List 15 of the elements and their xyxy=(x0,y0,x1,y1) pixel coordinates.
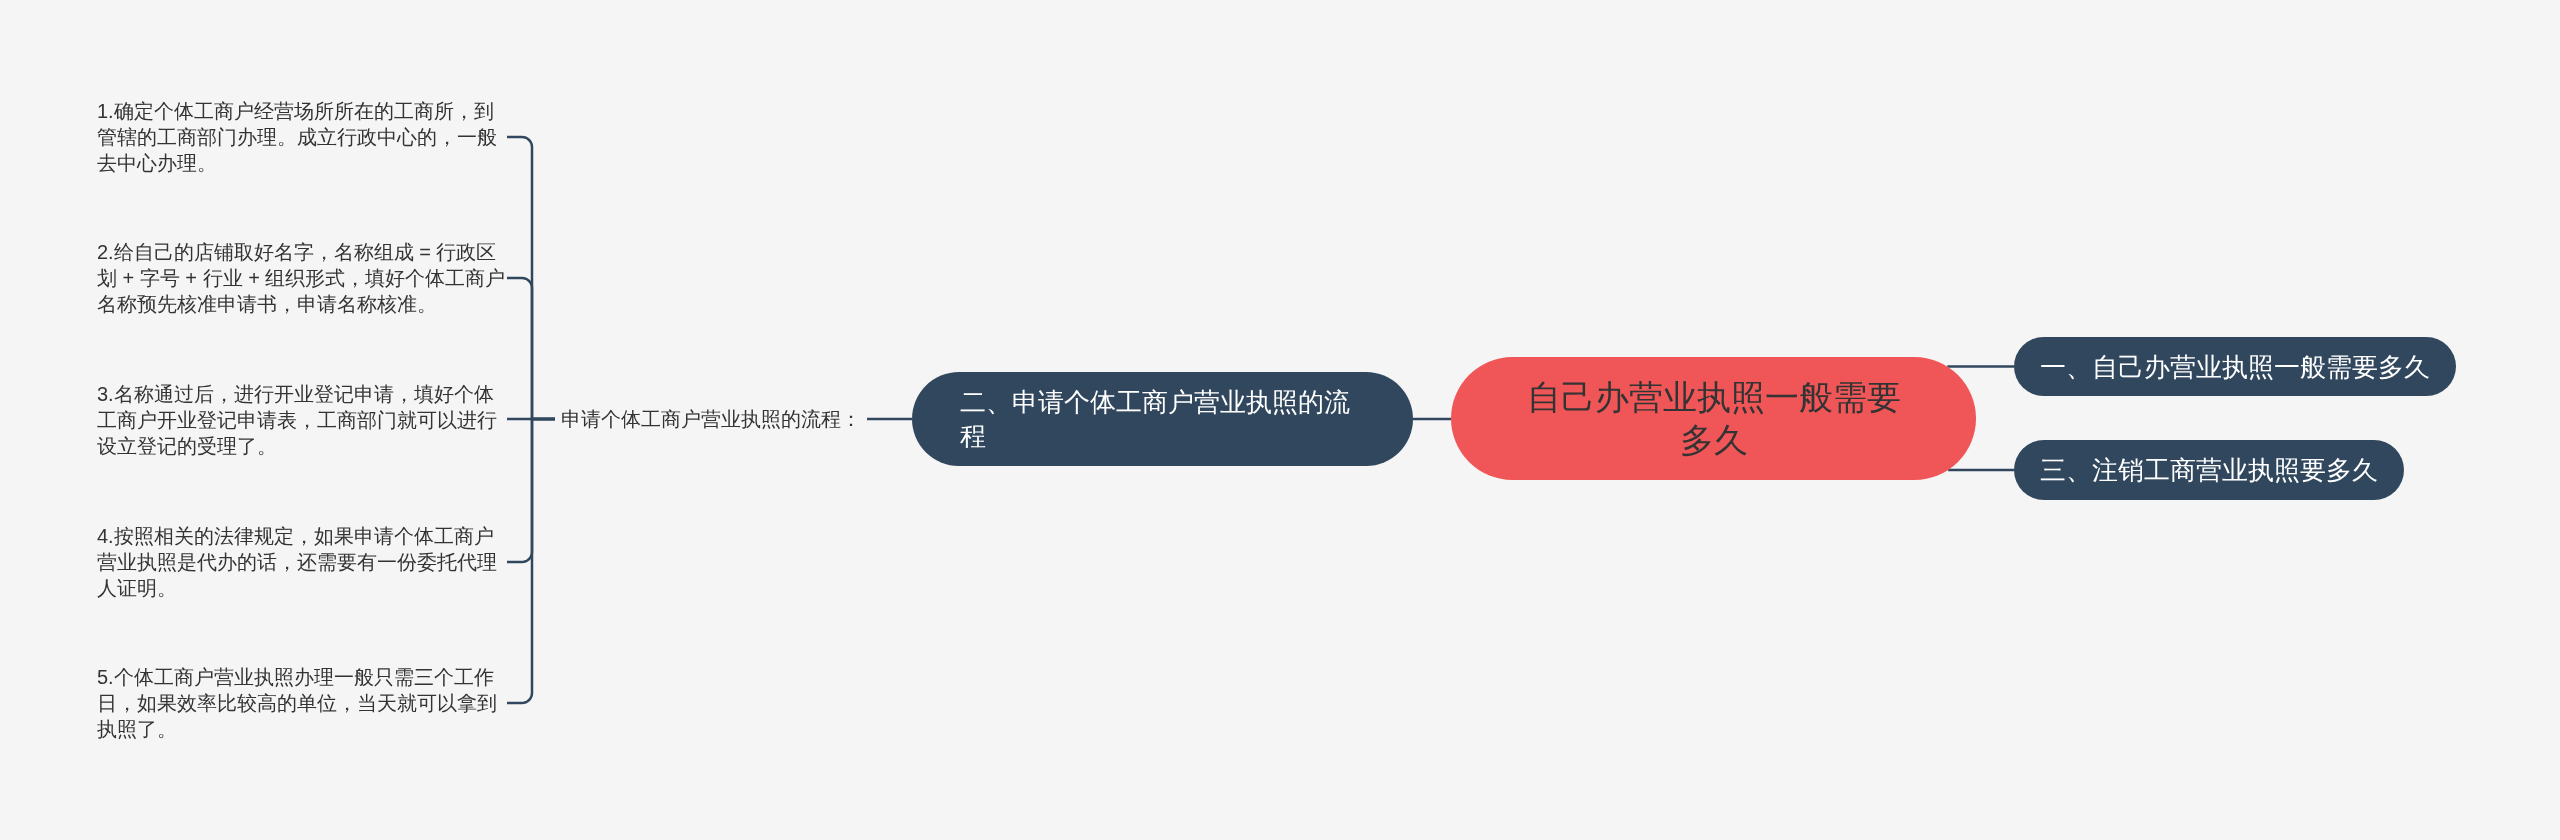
step-text: 2.给自己的店铺取好名字，名称组成 = 行政区划 + 字号 + 行业 + 组织形式，填好个体工商户名称预先核准申请书，申请名称核准。 xyxy=(97,239,507,317)
topic-node: 三、注销工商营业执照要多久 xyxy=(2014,440,2404,500)
connector-line xyxy=(1413,417,1451,421)
topic-node: 一、自己办营业执照一般需要多久 xyxy=(2014,337,2456,396)
connector-line xyxy=(507,417,555,705)
connector-line xyxy=(1947,365,2014,368)
branch-label: 申请个体工商户营业执照的流程： xyxy=(555,406,867,432)
step-text: 5.个体工商户营业执照办理一般只需三个工作日，如果效率比较高的单位，当天就可以拿到执照了。 xyxy=(97,664,507,742)
connector-line xyxy=(867,417,912,421)
step-text: 1.确定个体工商户经营场所所在的工商所，到管辖的工商部门办理。成立行政中心的，一般去中心办理。 xyxy=(97,98,507,176)
connector-line xyxy=(1948,468,2014,472)
topic-node: 二、申请个体工商户营业执照的流程 xyxy=(912,372,1413,466)
central-topic: 自己办营业执照一般需要多久 xyxy=(1451,357,1976,480)
step-text: 3.名称通过后，进行开业登记申请，填好个体工商户开业登记申请表，工商部门就可以进行设立登记的受理了。 xyxy=(97,381,507,459)
step-text: 4.按照相关的法律规定，如果申请个体工商户营业执照是代办的话，还需要有一份委托代理人证明。 xyxy=(97,523,507,601)
